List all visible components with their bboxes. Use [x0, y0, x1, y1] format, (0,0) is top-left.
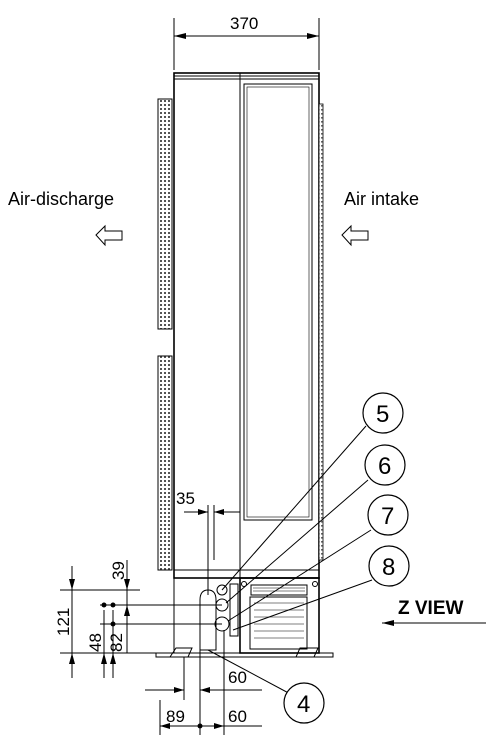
air-discharge-label: Air-discharge: [8, 189, 114, 209]
cabinet-body: [173, 72, 320, 579]
discharge-grille-upper: [157, 98, 173, 330]
intake-grille: [318, 103, 324, 561]
dimension-35-label: 35: [176, 489, 195, 508]
air-discharge-arrow-icon: [95, 224, 123, 247]
dimension-89-label: 89: [166, 707, 185, 726]
svg-text:7: 7: [381, 503, 394, 530]
service-panel: [173, 569, 320, 654]
balloon-8: 8: [368, 545, 410, 587]
air-intake-label: Air intake: [344, 189, 419, 209]
base-feet: [155, 647, 334, 658]
svg-text:8: 8: [382, 554, 395, 581]
dimension-39-label: 39: [109, 561, 128, 580]
z-view-arrow-icon: [382, 620, 486, 626]
leader-lines: [207, 425, 373, 698]
discharge-grille-lower: [157, 355, 173, 571]
z-view-label: Z VIEW: [398, 598, 464, 619]
balloon-7: 7: [367, 494, 409, 536]
dimension-121-label: 121: [54, 608, 73, 636]
balloon-5: 5: [362, 392, 404, 434]
dimension-60-upper-label: 60: [228, 668, 247, 687]
dimension-370: 370: [173, 14, 320, 70]
dimension-39: 39: [100, 560, 222, 653]
svg-text:6: 6: [378, 453, 391, 480]
balloon-6: 6: [364, 444, 406, 486]
svg-text:5: 5: [376, 401, 389, 428]
dimension-82-label: 82: [107, 633, 126, 652]
dimension-89-60-lower: 89 60: [159, 630, 262, 735]
dimension-35: 35: [176, 489, 240, 595]
svg-text:4: 4: [297, 691, 310, 718]
dimension-48-label: 48: [86, 633, 105, 652]
dimension-60-upper: 60: [145, 620, 262, 735]
dimension-60-lower-label: 60: [228, 707, 247, 726]
dimension-370-label: 370: [230, 14, 258, 33]
air-intake-arrow-icon: [341, 224, 369, 247]
balloon-4: 4: [283, 682, 325, 724]
dimension-48-82: 48 82: [86, 602, 222, 678]
